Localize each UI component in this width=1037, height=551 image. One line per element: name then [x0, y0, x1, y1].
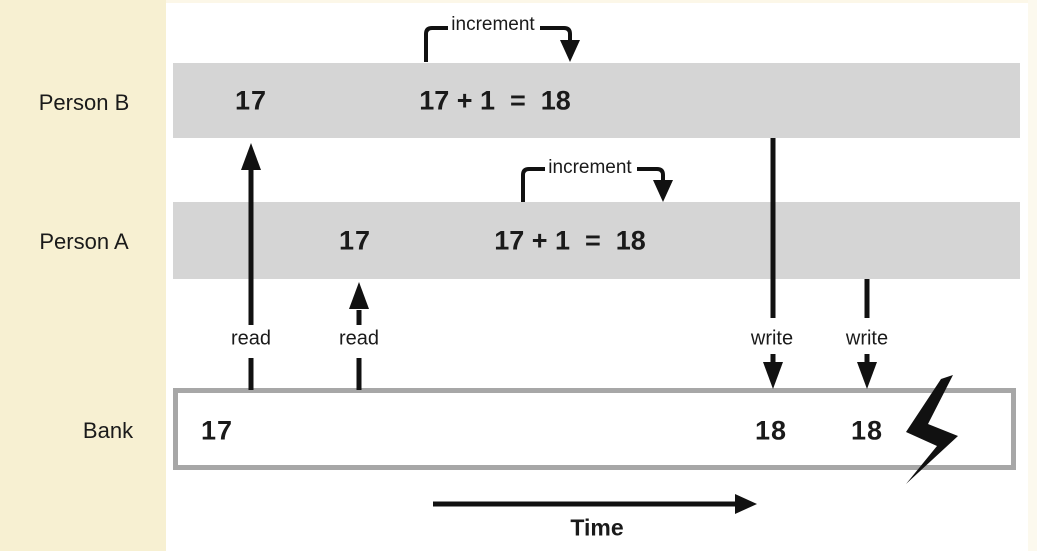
top-edge-strip: [0, 0, 1037, 3]
bank-value-box: [173, 388, 1016, 470]
left-label-panel: [0, 0, 166, 551]
write-arrow-1-down: [763, 138, 783, 389]
read-arrow-1-up: [241, 143, 261, 390]
person-a-read-value: 17: [338, 225, 372, 256]
write-label-2: write: [845, 327, 889, 350]
person-a-timeline-bar: [173, 202, 1020, 279]
read-label-2: read: [338, 327, 380, 350]
person-b-calc: 17 + 1 = 18: [419, 85, 571, 116]
write-label-1: write: [750, 327, 794, 350]
increment-label-b: increment: [451, 14, 535, 35]
bank-initial-value: 17: [200, 415, 234, 446]
write-arrow-2-down: [857, 279, 877, 389]
person-b-timeline-bar: [173, 63, 1020, 138]
read-arrow-2-up: [349, 282, 369, 390]
time-axis-arrow: [433, 494, 757, 514]
increment-bracket-b: [424, 26, 580, 62]
bank-written-value-1: 18: [754, 415, 788, 446]
bank-label: Bank: [82, 418, 134, 443]
person-b-label: Person B: [38, 90, 130, 115]
increment-bracket-a: [521, 167, 673, 202]
bank-written-value-2: 18: [850, 415, 884, 446]
time-axis-label: Time: [570, 514, 624, 541]
person-b-read-value: 17: [234, 85, 268, 116]
read-label-1: read: [230, 327, 272, 350]
person-a-label: Person A: [39, 229, 129, 254]
increment-label-a: increment: [548, 157, 632, 178]
right-edge-strip: [1028, 0, 1037, 551]
person-a-calc: 17 + 1 = 18: [494, 225, 646, 256]
lightning-bolt-icon: [906, 375, 958, 484]
